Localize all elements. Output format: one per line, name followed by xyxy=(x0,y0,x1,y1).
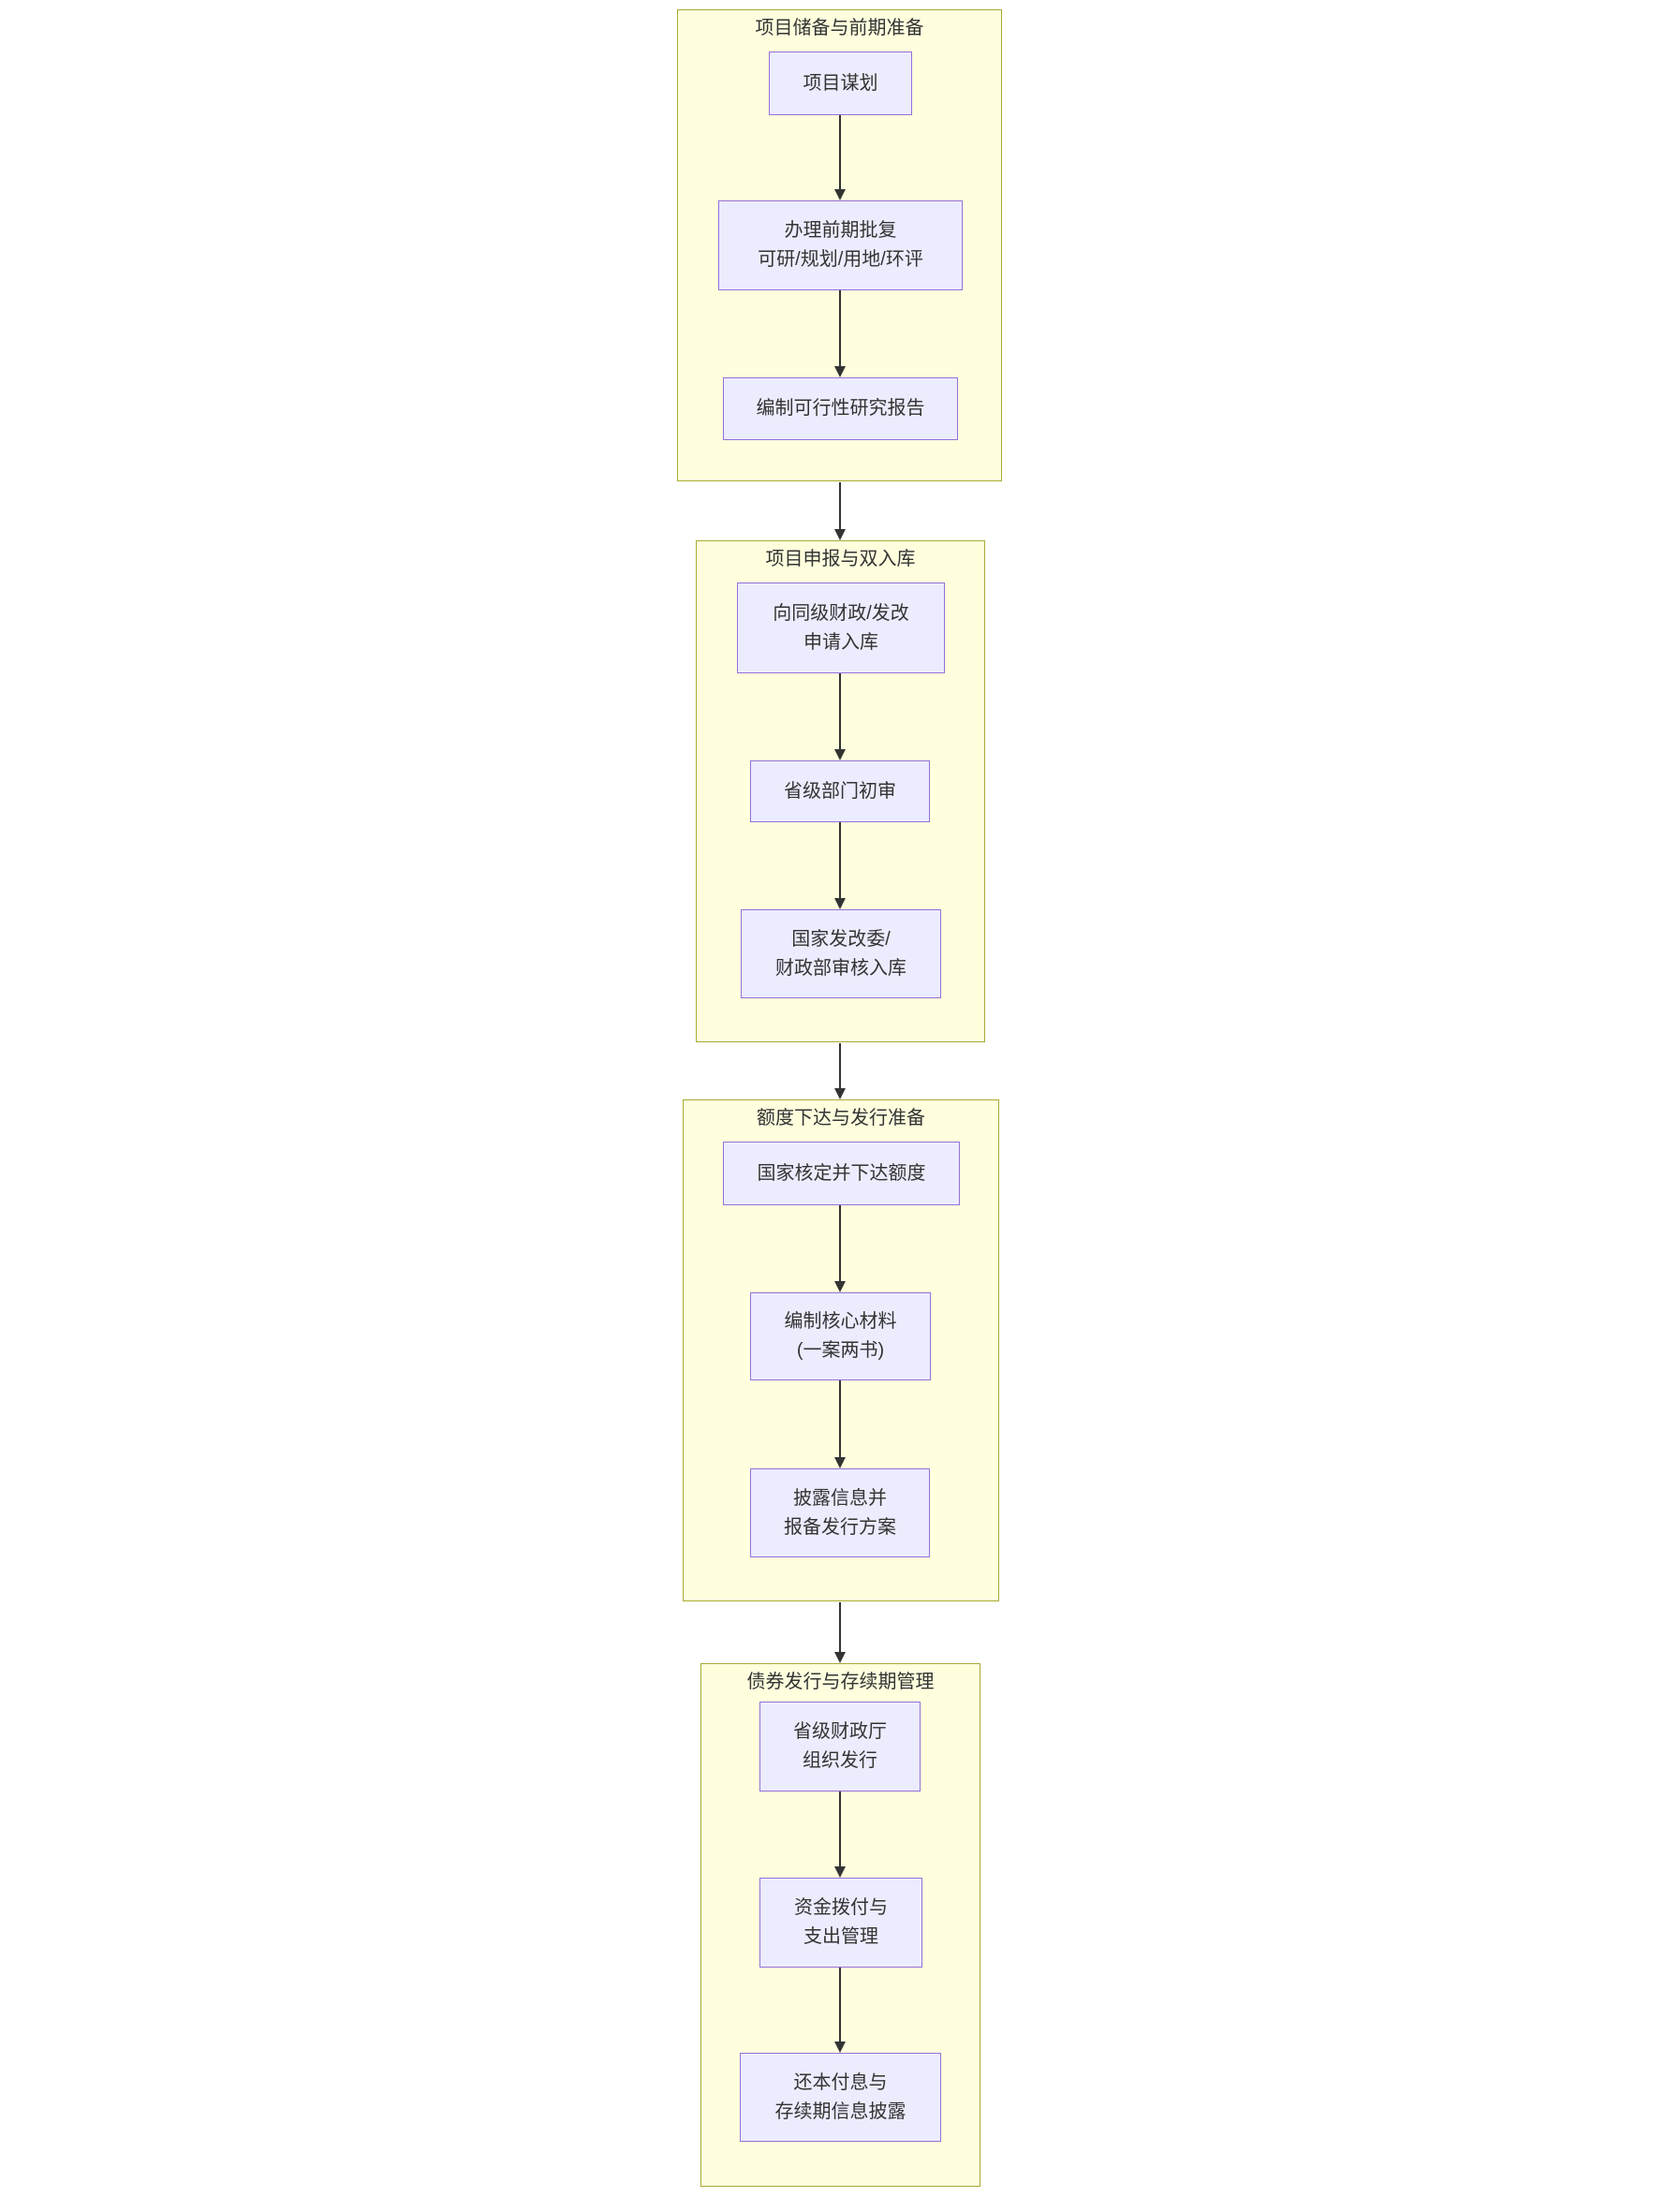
node-fund-allocation: 资金拨付与 支出管理 xyxy=(759,1878,922,1968)
edge-stage3-to-stage4 xyxy=(834,1602,846,1663)
edge-issuance-to-allocation xyxy=(834,1792,846,1878)
edge-quota-to-core-materials xyxy=(834,1205,846,1292)
node-provincial-issuance: 省级财政厅 组织发行 xyxy=(759,1702,921,1792)
cluster-title-bond-issuance-management: 债券发行与存续期管理 xyxy=(746,1672,935,1692)
edge-approvals-to-feasibility xyxy=(834,290,846,377)
node-information-disclosure: 披露信息并 报备发行方案 xyxy=(750,1468,930,1557)
node-label-provincial-issuance: 省级财政厅 组织发行 xyxy=(793,1721,887,1771)
node-label-preliminary-approvals: 办理前期批复 可研/规划/用地/环评 xyxy=(758,220,923,270)
edge-provincial-to-national-review xyxy=(834,822,846,909)
node-label-information-disclosure: 披露信息并 报备发行方案 xyxy=(784,1487,896,1538)
edge-planning-to-approvals xyxy=(834,115,846,200)
node-label-core-materials: 编制核心材料 (一案两书) xyxy=(784,1311,897,1361)
node-label-apply-warehousing: 向同级财政/发改 申请入库 xyxy=(773,602,909,653)
cluster-title-quota-issuance-prep: 额度下达与发行准备 xyxy=(757,1108,925,1128)
node-label-debt-service-disclosure: 还本付息与 存续期信息披露 xyxy=(774,2072,906,2122)
node-core-materials: 编制核心材料 (一案两书) xyxy=(750,1292,931,1380)
edge-apply-to-provincial-review xyxy=(834,673,846,760)
node-apply-warehousing: 向同级财政/发改 申请入库 xyxy=(737,582,945,673)
node-quota-assignment: 国家核定并下达额度 xyxy=(723,1142,960,1205)
node-national-review-warehousing: 国家发改委/ 财政部审核入库 xyxy=(741,909,941,998)
node-label-quota-assignment: 国家核定并下达额度 xyxy=(757,1162,926,1184)
node-feasibility-report: 编制可行性研究报告 xyxy=(723,377,958,440)
edge-materials-to-disclosure xyxy=(834,1380,846,1468)
node-label-project-planning: 项目谋划 xyxy=(803,72,878,94)
node-label-feasibility-report: 编制可行性研究报告 xyxy=(756,398,925,419)
edge-allocation-to-debt-service xyxy=(834,1968,846,2053)
edge-stage1-to-stage2 xyxy=(834,482,846,540)
edge-stage2-to-stage3 xyxy=(834,1043,846,1099)
node-label-fund-allocation: 资金拨付与 支出管理 xyxy=(794,1897,888,1947)
node-provincial-preliminary-review: 省级部门初审 xyxy=(750,760,930,822)
node-debt-service-disclosure: 还本付息与 存续期信息披露 xyxy=(740,2053,941,2142)
node-preliminary-approvals: 办理前期批复 可研/规划/用地/环评 xyxy=(718,200,963,290)
cluster-title-project-application: 项目申报与双入库 xyxy=(765,549,916,569)
node-project-planning: 项目谋划 xyxy=(769,52,912,115)
node-label-provincial-preliminary-review: 省级部门初审 xyxy=(784,780,896,802)
cluster-title-project-reserve: 项目储备与前期准备 xyxy=(755,18,924,38)
node-label-national-review-warehousing: 国家发改委/ 财政部审核入库 xyxy=(775,928,906,979)
